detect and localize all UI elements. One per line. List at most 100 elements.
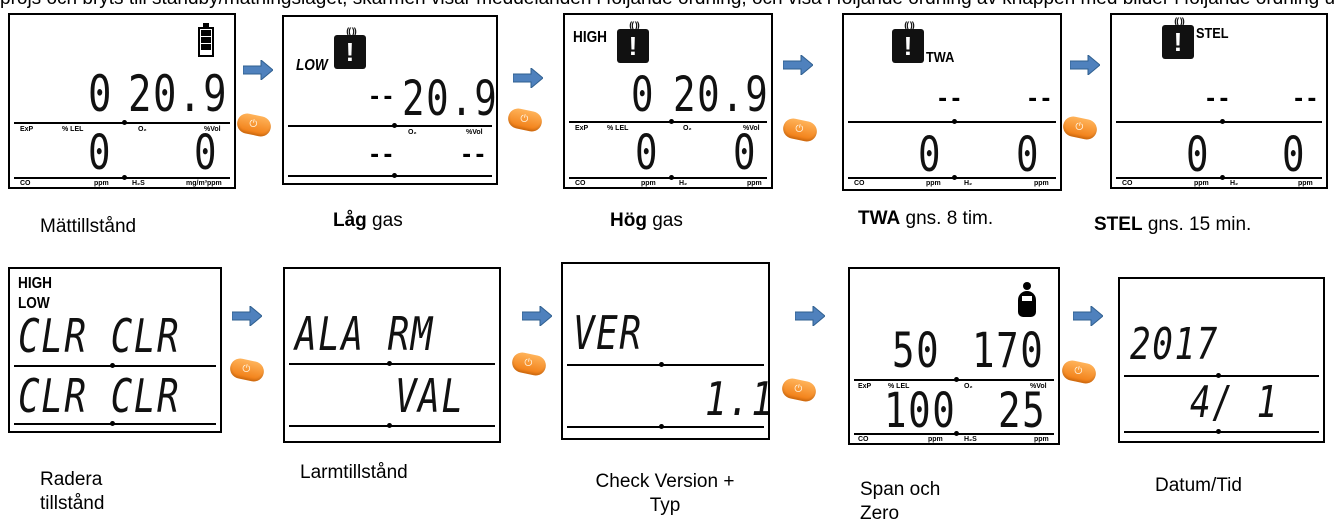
lcd-screen-span-zero: 50 170 ExP % LEL O₂ %Vol 100 25 CO ppm H… (848, 267, 1060, 445)
stel-label: STEL (1196, 25, 1229, 42)
divider-line (567, 426, 764, 428)
divider-line (1124, 375, 1319, 377)
separator-dot (1216, 429, 1221, 434)
arrow-right-icon (1069, 53, 1101, 77)
h2-reading: 0 (733, 125, 758, 181)
lcd-screen-measure: 0 20.9 ExP % LEL O₂ %Vol 0 0 CO ppm H₂S … (8, 13, 236, 189)
co-reading: 0 (918, 127, 943, 183)
high-label: HIGH (573, 29, 607, 46)
lcd-screen-high-gas: HIGH 0 20.9 ExP % LEL O₂ %Vol 0 0 CO ppm… (563, 13, 773, 189)
unit-lel: % LEL (62, 126, 84, 133)
divider-line (567, 364, 764, 366)
separator-dot (659, 362, 664, 367)
arrow-right-icon (512, 66, 544, 90)
h2-reading: 0 (1282, 127, 1307, 183)
alarm-line-1: ALA RM (295, 307, 434, 361)
alarm-value: VAL (395, 369, 465, 423)
separator-dot (1220, 119, 1225, 124)
power-button-icon: ⏻ (780, 376, 818, 404)
caption-alarm: Larmtillstånd (300, 462, 408, 483)
divider-line (289, 425, 495, 427)
caption-twa: TWA gns. 8 tim. (858, 208, 994, 229)
lel-span-value: 50 (892, 323, 941, 379)
unit-mg: mg/m³ppm (186, 180, 222, 187)
unit-o2: O₂ (964, 383, 973, 390)
unit-vol: %Vol (1030, 383, 1047, 390)
lcd-screen-low-gas: LOW -- 20.9 O₂ %Vol -- -- (282, 15, 498, 185)
version-number: 1.1 (705, 372, 770, 426)
separator-dot (122, 175, 127, 180)
alarm-icon (1159, 16, 1199, 59)
arrow-right-icon (794, 304, 826, 328)
caption-high-gas: Hög gas (610, 210, 683, 231)
arrow-right-icon (231, 304, 263, 328)
clear-line-2: CLR CLR (18, 369, 181, 423)
dash-reading: -- (1026, 87, 1053, 112)
lcd-screen-date-time: 2017 4/ 1 (1118, 277, 1325, 443)
divider-line (289, 363, 495, 365)
unit-ppm: ppm (1298, 180, 1313, 187)
h2s-reading: 0 (194, 125, 219, 181)
dash-reading: -- (368, 143, 395, 168)
separator-dot (387, 423, 392, 428)
unit-h2: H₂ (964, 180, 973, 187)
co-reading: 0 (88, 125, 113, 181)
unit-lel: % LEL (607, 125, 629, 132)
unit-ppm: ppm (641, 180, 656, 187)
divider-line (1116, 177, 1322, 179)
lcd-screen-alarm: ALA RM VAL (283, 267, 501, 443)
separator-dot (110, 363, 115, 368)
unit-h2: H₂ (679, 180, 688, 187)
unit-h2s: H₂S (132, 180, 145, 187)
dash-reading: -- (368, 85, 395, 110)
o2-level-reading: 20.9 (673, 67, 770, 123)
dash-reading: -- (460, 143, 487, 168)
unit-lel: % LEL (888, 383, 910, 390)
unit-co: CO (20, 180, 31, 187)
twa-label: TWA (926, 49, 955, 66)
power-button-icon: ⏻ (1060, 358, 1098, 386)
o2-level-reading-left: 0 (631, 67, 656, 123)
o2-span-value: 170 (972, 323, 1045, 379)
year-value: 2017 (1130, 319, 1219, 370)
divider-line (569, 177, 767, 179)
clear-line-1: CLR CLR (18, 309, 181, 363)
separator-dot (1216, 373, 1221, 378)
date-value: 4/ 1 (1190, 377, 1279, 428)
separator-dot (952, 175, 957, 180)
divider-line (1124, 431, 1319, 433)
dash-reading: -- (1204, 87, 1231, 112)
top-sentence-fragment: projs och bryts till standby/mätningsläg… (0, 0, 1334, 10)
separator-dot (1220, 175, 1225, 180)
o2-level-reading: 20.9 (128, 65, 229, 123)
lcd-screen-clear: HIGH LOW CLR CLR CLR CLR (8, 267, 222, 433)
dash-reading: -- (936, 87, 963, 112)
caption-date-time: Datum/Tid (1155, 475, 1242, 496)
divider-line (14, 365, 216, 367)
unit-exp: ExP (858, 383, 872, 390)
o2-level-reading: 20.9 (402, 71, 498, 127)
power-button-icon: ⏻ (510, 350, 548, 378)
unit-co: CO (858, 436, 869, 443)
power-button-icon: ⏻ (506, 106, 544, 134)
unit-ppm: ppm (94, 180, 109, 187)
h2s-span-value: 25 (998, 383, 1047, 439)
unit-o2: O₂ (138, 126, 147, 133)
separator-dot (669, 175, 674, 180)
arrow-right-icon (521, 304, 553, 328)
co-reading: 0 (635, 125, 660, 181)
separator-dot (392, 123, 397, 128)
separator-dot (387, 361, 392, 366)
unit-vol: %Vol (466, 129, 483, 136)
unit-co: CO (575, 180, 586, 187)
caption-version: Check Version +Typ (595, 471, 735, 516)
gas-bottle-icon (1018, 282, 1036, 317)
lcd-screen-stel: STEL -- -- 0 0 CO ppm H₂ ppm (1110, 13, 1328, 189)
separator-dot (952, 119, 957, 124)
unit-ppm: ppm (1194, 180, 1209, 187)
alarm-icon (331, 26, 371, 69)
divider-line (288, 125, 492, 127)
unit-ppm: ppm (926, 180, 941, 187)
unit-ppm: ppm (747, 180, 762, 187)
